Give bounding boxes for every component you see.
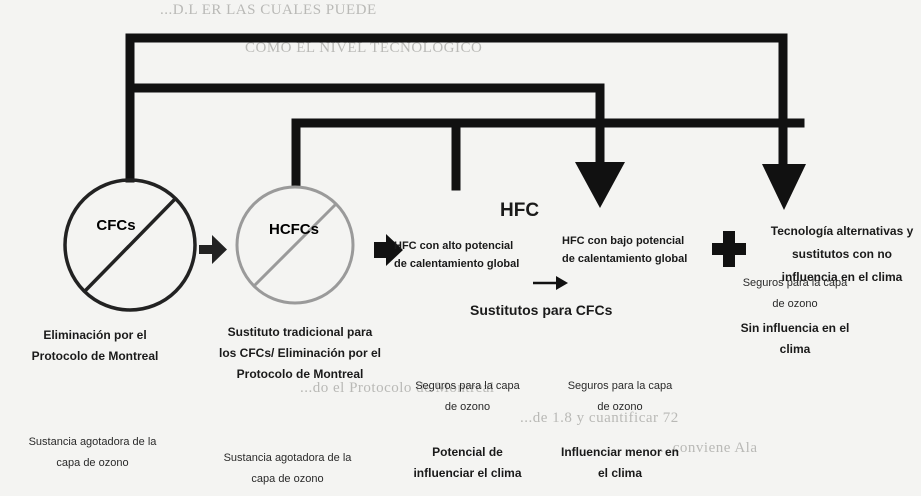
hfc-low-climate-line-2: el clima	[597, 466, 643, 480]
hcfcs-elim-line-3: Protocolo de Montreal	[236, 367, 364, 381]
hfc-high-climate-label: Potencial de influenciar el clima	[395, 442, 540, 484]
background-text-line: ...do el Protocolo de Montreal	[300, 380, 495, 396]
arrow-right-icon	[374, 234, 403, 266]
hfc-high-line-2: de calentamiento global	[394, 258, 520, 270]
arrow-right-icon	[199, 235, 227, 264]
hfc-high-label: HFC con alto potencial de calentamiento …	[394, 237, 519, 273]
hcfcs-elim-line-2: los CFCs/ Eliminación por el	[218, 346, 382, 360]
hcfcs-elimination-label: Sustituto tradicional para los CFCs/ Eli…	[200, 322, 400, 385]
connector-cfcs-to-hfc-low	[125, 83, 605, 173]
hfc-low-line-1: HFC con bajo potencial	[562, 235, 685, 247]
hfc-high-climate-line-2: influenciar el clima	[413, 466, 522, 480]
hfc-low-line-2: de calentamiento global	[562, 253, 688, 265]
hfc-high-ozone-line-1: Seguros para la capa	[415, 380, 520, 392]
background-text-line: ...de 1.8 y cuantificar 72	[520, 410, 679, 426]
background-text-line: ...conviene Ala	[660, 440, 758, 456]
tech-line-2: sustitutos con no	[792, 247, 892, 261]
connector-lines	[125, 33, 805, 191]
cfcs-elimination-label: Eliminación por el Protocolo de Montreal	[20, 325, 170, 367]
plus-icon	[712, 231, 746, 267]
tech-line-3: influencia en el clima	[781, 270, 903, 284]
cfcs-label: CFCs	[96, 217, 135, 234]
cfcs-subst-line-1: Sustancia agotadora de la	[28, 436, 157, 448]
hfc-low-label: HFC con bajo potencial de calentamiento …	[562, 232, 687, 268]
tech-line-1: Tecnología alternativas y	[770, 224, 914, 238]
background-text-line: ...D.L ER LAS CUALES PUEDE	[160, 2, 377, 18]
hfc-low-ozone-label: Seguros para la capa de ozono	[545, 376, 695, 418]
hfc-high-climate-line-1: Potencial de	[432, 445, 503, 459]
tech-climate-line-2: clima	[779, 342, 811, 356]
hfc-low-climate-label: Influenciar menor en el clima	[545, 442, 695, 484]
cfcs-elim-line-1: Eliminación por el	[43, 328, 147, 342]
hcfcs-substance-label: Sustancia agotadora de la capa de ozono	[200, 448, 375, 490]
tech-label: Tecnología alternativas y sustitutos con…	[762, 220, 921, 289]
hcfcs-subst-line-2: capa de ozono	[251, 473, 324, 485]
hfc-high-line-1: HFC con alto potencial	[394, 240, 514, 252]
hcfcs-elim-line-1: Sustituto tradicional para	[227, 325, 373, 339]
tech-ozone-line-1: Seguros para la capa	[742, 277, 848, 289]
hfc-high-ozone-line-2: de ozono	[444, 401, 491, 413]
hfc-low-ozone-line-1: Seguros para la capa	[567, 380, 673, 392]
cfcs-elim-line-2: Protocolo de Montreal	[31, 349, 159, 363]
cfcs-subst-line-2: capa de ozono	[56, 457, 129, 469]
tech-climate-label: Sin influencia en el clima	[715, 318, 875, 360]
hfc-title: HFC	[500, 200, 540, 221]
cfcs-substance-label: Sustancia agotadora de la capa de ozono	[5, 432, 180, 474]
hcfcs-circle: HCFCs	[235, 185, 355, 305]
hfc-low-ozone-line-2: de ozono	[597, 401, 643, 413]
arrowhead-down-icon	[762, 164, 806, 210]
hcfcs-label: HCFCs	[269, 221, 319, 238]
hfc-high-ozone-label: Seguros para la capa de ozono	[395, 376, 540, 418]
connector-hcfcs-bar	[291, 118, 805, 188]
cfcs-circle: CFCs	[63, 178, 197, 312]
tech-climate-line-1: Sin influencia en el	[740, 321, 850, 335]
thin-arrow-icon	[556, 276, 568, 290]
connector-cfcs-to-tech	[125, 33, 788, 183]
background-text-line: COMO EL NIVEL TECNOLOGICO	[245, 40, 483, 56]
tech-ozone-line-2: de ozono	[772, 298, 818, 310]
hcfcs-subst-line-1: Sustancia agotadora de la	[223, 452, 352, 464]
substitutes-label: Sustitutos para CFCs	[470, 302, 613, 318]
hfc-low-climate-line-1: Influenciar menor en	[560, 445, 680, 459]
tech-ozone-label: Seguros para la capa de ozono	[715, 273, 875, 315]
arrowhead-down-icon	[575, 162, 625, 208]
